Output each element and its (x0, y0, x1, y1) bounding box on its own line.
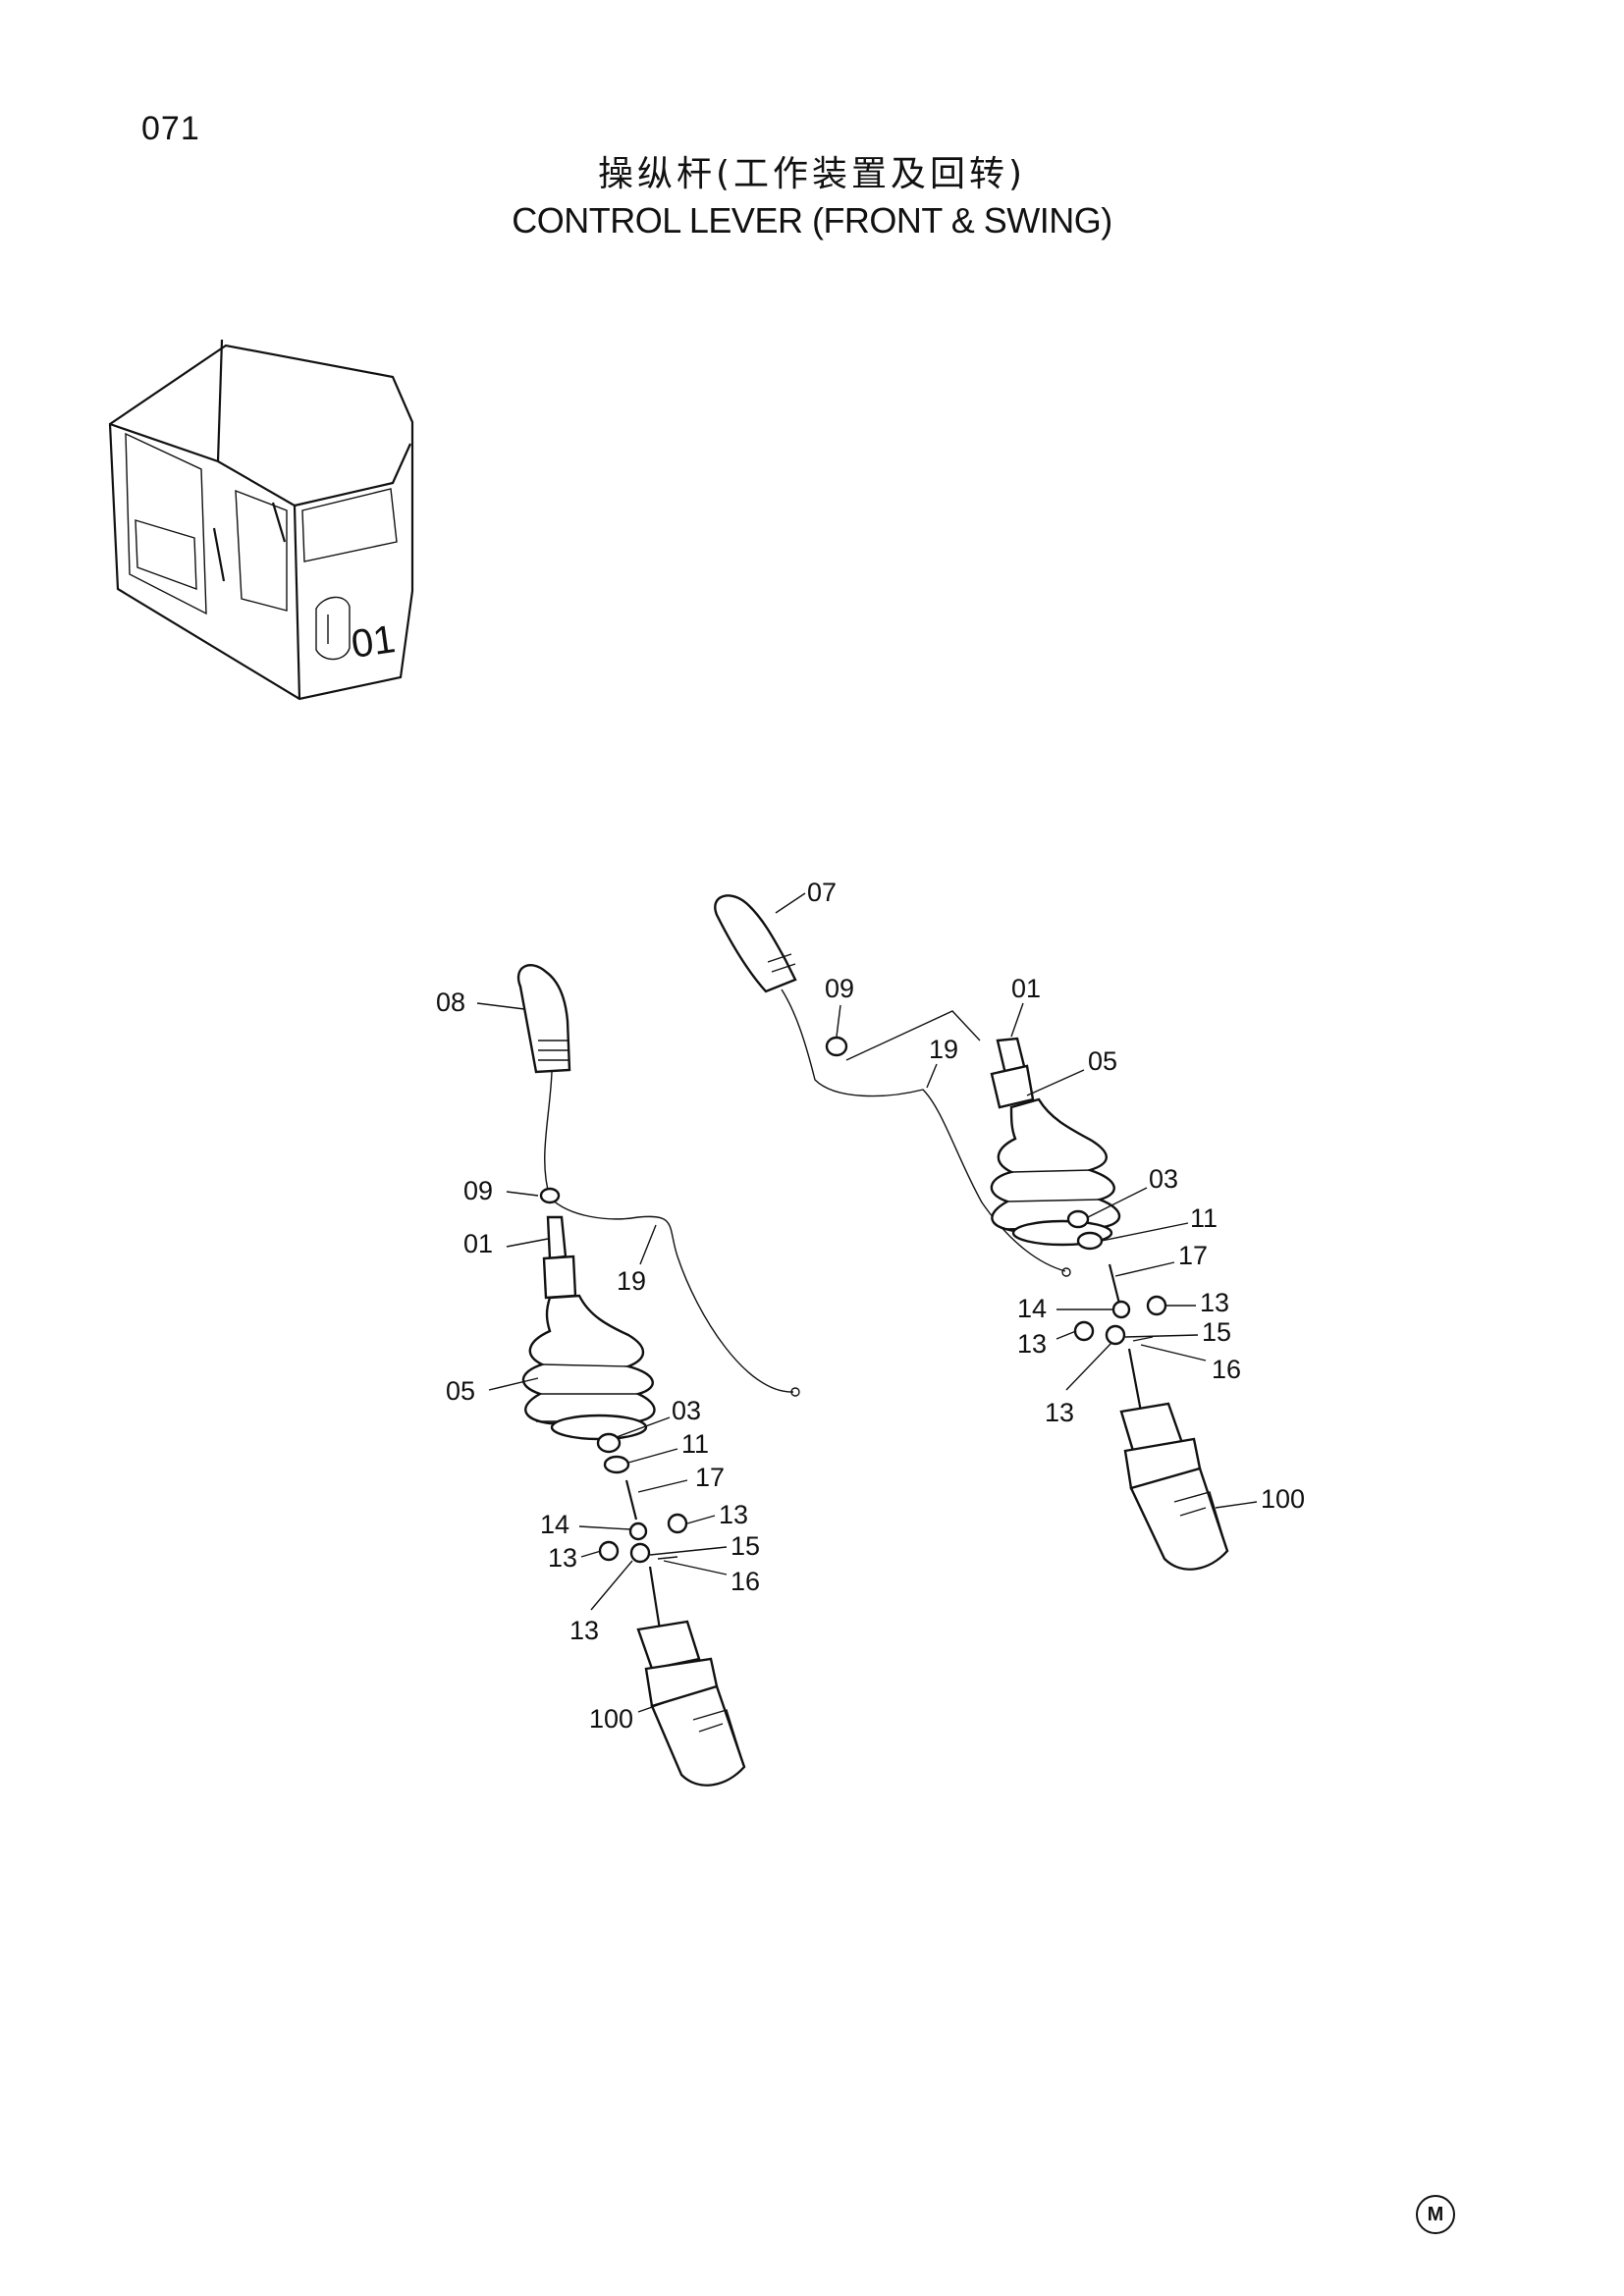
callout-right-19: 19 (929, 1035, 958, 1064)
callout-right-13-a: 13 (1200, 1288, 1229, 1317)
callout-right-05: 05 (1088, 1046, 1117, 1076)
callout-left-100: 100 (589, 1704, 633, 1734)
callout-left-16: 16 (731, 1567, 760, 1596)
cab-number-label: 01 (349, 617, 398, 667)
page-title-chinese: 操纵杆(工作装置及回转) (597, 154, 1027, 194)
callout-right-07: 07 (807, 878, 837, 907)
callout-right-17: 17 (1178, 1241, 1208, 1270)
callout-left-05: 05 (446, 1376, 475, 1406)
callout-right-03: 03 (1149, 1164, 1178, 1194)
callout-left-13-b: 13 (548, 1543, 577, 1573)
callout-left-15: 15 (731, 1531, 760, 1561)
callout-left-08: 08 (436, 988, 465, 1017)
callout-left-14: 14 (540, 1510, 569, 1539)
callout-right-13-b: 13 (1017, 1329, 1047, 1359)
cab-illustration: 01 (108, 339, 414, 701)
callout-left-11: 11 (681, 1429, 709, 1459)
callout-right-11: 11 (1190, 1203, 1218, 1233)
callout-left-13-a: 13 (719, 1500, 748, 1529)
callout-right-01: 01 (1011, 974, 1041, 1003)
manufacturer-mark-icon: M (1416, 2195, 1455, 2234)
callout-left-13-c: 13 (569, 1616, 599, 1645)
leader-lines (476, 892, 1258, 1713)
title-block: 操纵杆(工作装置及回转) CONTROL LEVER (FRONT & SWIN… (0, 152, 1624, 244)
callout-right-16: 16 (1212, 1355, 1241, 1384)
callout-left-19: 19 (617, 1266, 646, 1296)
callout-left-17: 17 (695, 1463, 725, 1492)
callout-right-09: 09 (825, 974, 854, 1003)
left-lever-assembly (516, 964, 800, 1787)
page-number: 071 (141, 110, 200, 147)
callout-right-100: 100 (1261, 1484, 1305, 1514)
callout-right-13-c: 13 (1045, 1398, 1074, 1427)
right-callouts: 07 09 01 19 05 03 11 17 14 13 13 15 16 1… (807, 878, 1305, 1514)
callout-left-03: 03 (672, 1396, 701, 1425)
callout-right-14: 14 (1017, 1294, 1047, 1323)
callout-left-01: 01 (463, 1229, 493, 1258)
right-lever-assembly (714, 894, 1229, 1571)
callout-left-09: 09 (463, 1176, 493, 1205)
left-callouts: 08 09 01 19 05 03 11 17 14 13 13 15 16 1… (436, 988, 760, 1734)
page-title-english: CONTROL LEVER (FRONT & SWING) (512, 200, 1112, 240)
callout-right-15: 15 (1202, 1317, 1231, 1347)
